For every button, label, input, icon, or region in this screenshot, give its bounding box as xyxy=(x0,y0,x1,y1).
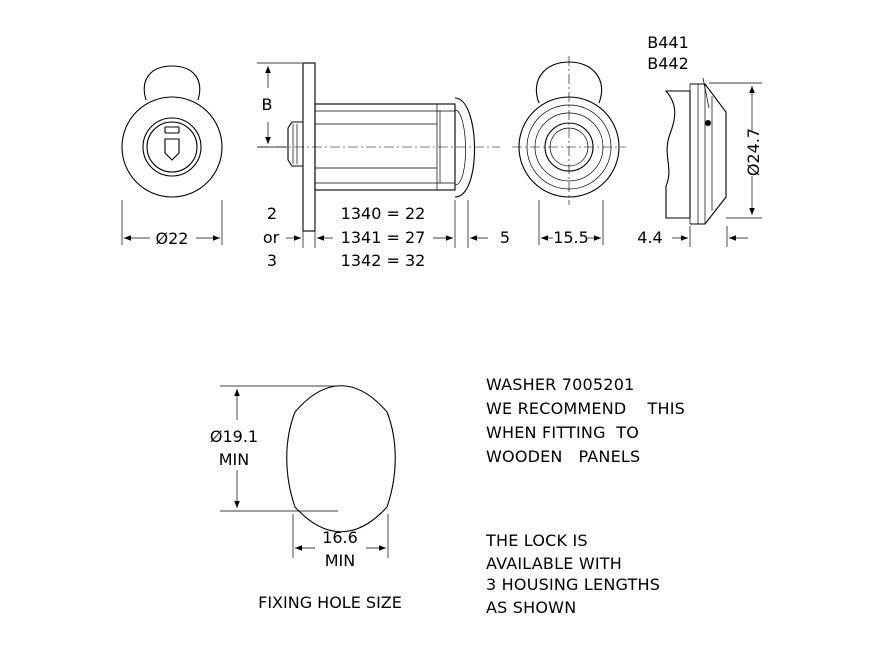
dim-5: 5 xyxy=(500,228,510,247)
code-1340: 1340 = 22 xyxy=(341,204,426,223)
washer-outline xyxy=(690,83,727,225)
code-1342: 1342 = 32 xyxy=(341,251,426,270)
label-b442: B442 xyxy=(647,54,689,73)
dim-front-diameter: Ø22 xyxy=(124,229,220,248)
lock-note-line: AVAILABLE WITH xyxy=(486,554,622,573)
side-view-key-head xyxy=(287,121,303,167)
washer-note-line: WE RECOMMEND THIS xyxy=(486,399,685,418)
fixing-hole-view: Ø19.1 MIN 16.6 MIN FIXING HOLE SIZE xyxy=(210,385,402,612)
lock-note: THE LOCK IS AVAILABLE WITH 3 HOUSING LEN… xyxy=(485,531,660,617)
front-view-inner-circle xyxy=(146,121,198,173)
washer-note-line: WASHER 7005201 xyxy=(486,375,634,394)
hole-dia-value: Ø19.1 xyxy=(210,427,258,446)
thread-or: or xyxy=(263,228,280,247)
fixing-hole-caption: FIXING HOLE SIZE xyxy=(258,593,402,612)
dim-15-5: 15.5 xyxy=(553,228,589,247)
key-slot-top xyxy=(164,126,180,134)
front-view-plug-circle xyxy=(142,117,202,177)
washer-view xyxy=(664,77,762,247)
rear-view xyxy=(512,56,626,245)
front-view xyxy=(121,65,223,245)
side-view-cam-dome xyxy=(454,97,475,198)
side-view xyxy=(257,62,500,248)
key-slot-body xyxy=(164,138,180,161)
front-view-outer-circle xyxy=(121,96,223,198)
hole-width-value: 16.6 xyxy=(322,528,358,547)
hole-width-min: MIN xyxy=(325,551,356,570)
dim-24-7: Ø24.7 xyxy=(744,128,763,176)
washer-pin xyxy=(705,120,711,126)
b-label: B xyxy=(262,95,273,114)
front-view-cam-outline xyxy=(143,65,201,101)
hole-dia-min: MIN xyxy=(219,450,250,469)
lock-note-line: AS SHOWN xyxy=(486,598,576,617)
washer-labels: B441 B442 4.4 Ø24.7 xyxy=(637,33,763,247)
lock-note-line: THE LOCK IS xyxy=(485,531,588,550)
dim-4-4: 4.4 xyxy=(637,228,662,247)
washer-note: WASHER 7005201 WE RECOMMEND THIS WHEN FI… xyxy=(486,375,685,466)
code-1341: 1341 = 27 xyxy=(341,228,426,247)
thread-3: 3 xyxy=(267,251,277,270)
washer-panel-section xyxy=(664,90,691,219)
washer-note-line: WOODEN PANELS xyxy=(486,447,640,466)
label-b441: B441 xyxy=(647,33,689,52)
dim-rear-width: 15.5 xyxy=(541,228,601,247)
lock-note-line: 3 HOUSING LENGTHS xyxy=(486,575,660,594)
front-dia-label: Ø22 xyxy=(156,229,189,248)
washer-note-line: WHEN FITTING TO xyxy=(486,423,639,442)
fixing-hole-outline xyxy=(286,385,396,533)
thread-2: 2 xyxy=(267,204,277,223)
side-view-dimensions: B 2 or 3 1340 = 22 1341 = 27 1342 = 32 5 xyxy=(262,95,511,270)
